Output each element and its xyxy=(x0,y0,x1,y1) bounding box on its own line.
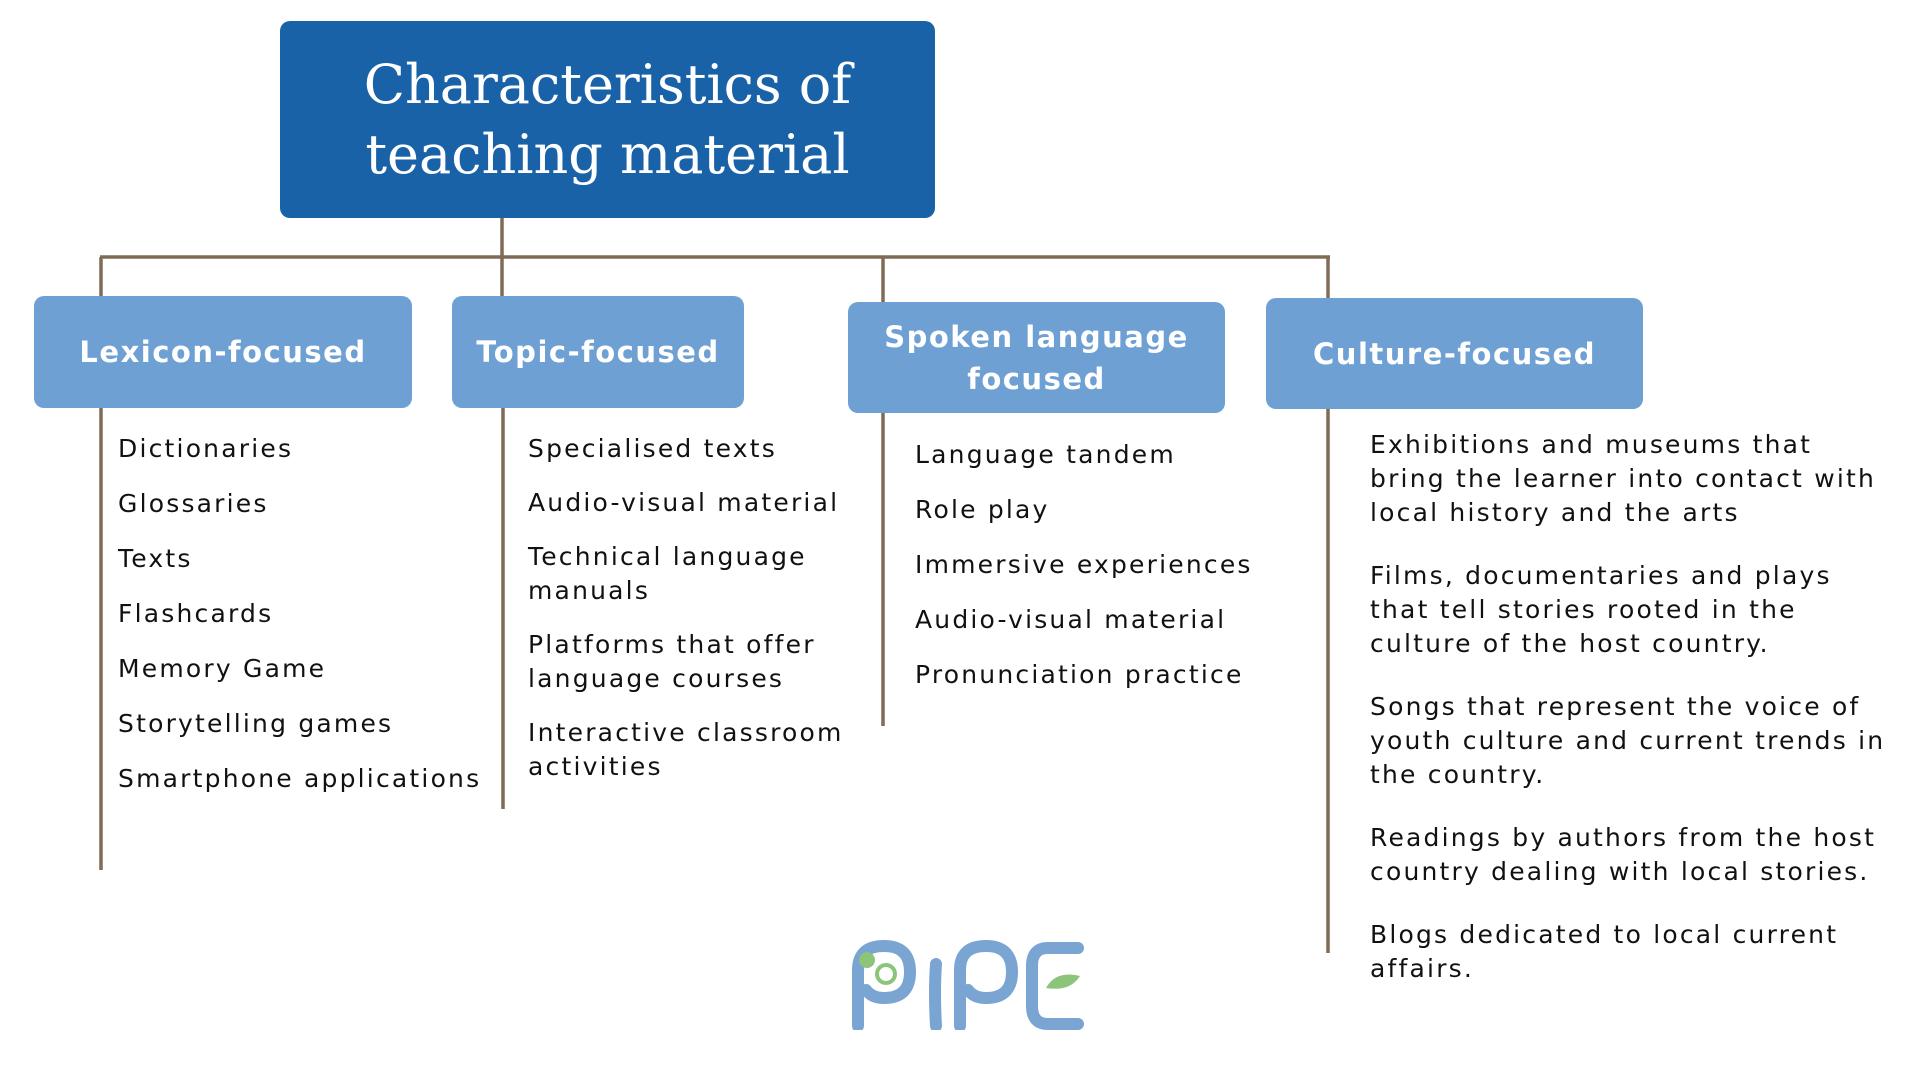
list-item: Interactive classroom activities xyxy=(528,718,844,781)
item-list-topic: Specialised texts Audio-visual material … xyxy=(528,432,858,804)
pipe-logo-ring-icon xyxy=(875,963,897,985)
list-item: Storytelling games xyxy=(118,709,394,738)
pipe-logo-leaf-icon xyxy=(1046,974,1080,989)
list-item: Exhibitions and museums that bring the l… xyxy=(1370,430,1877,527)
list-item: Flashcards xyxy=(118,599,274,628)
pipe-logo-dot-icon xyxy=(859,952,875,968)
list-item: Texts xyxy=(118,544,193,573)
list-item: Specialised texts xyxy=(528,434,778,463)
pipe-logo-p1-icon xyxy=(852,940,917,1030)
category-label-spoken: Spoken language focused xyxy=(884,319,1189,396)
category-box-spoken: Spoken language focused xyxy=(848,302,1225,413)
item-list-spoken: Language tandem Role play Immersive expe… xyxy=(915,438,1275,713)
list-item: Technical language manuals xyxy=(528,542,807,605)
list-item: Memory Game xyxy=(118,654,327,683)
item-list-lexicon: Dictionaries Glossaries Texts Flashcards… xyxy=(118,432,498,817)
category-label-topic: Topic-focused xyxy=(476,335,720,369)
pipe-logo-e-icon xyxy=(1026,942,1084,1030)
list-item: Role play xyxy=(915,495,1050,524)
pipe-logo-i-icon xyxy=(929,958,942,1030)
category-box-topic: Topic-focused xyxy=(452,296,744,408)
list-item: Audio-visual material xyxy=(915,605,1227,634)
category-box-culture: Culture-focused xyxy=(1266,298,1643,409)
list-item: Language tandem xyxy=(915,440,1176,469)
item-list-culture: Exhibitions and museums that bring the l… xyxy=(1370,428,1890,1015)
title-box: Characteristics of teaching material xyxy=(280,21,935,218)
list-item: Immersive experiences xyxy=(915,550,1253,579)
list-item: Songs that represent the voice of youth … xyxy=(1370,692,1886,789)
category-label-lexicon: Lexicon-focused xyxy=(79,335,367,369)
category-label-culture: Culture-focused xyxy=(1313,336,1596,371)
list-item: Glossaries xyxy=(118,489,269,518)
list-item: Readings by authors from the host countr… xyxy=(1370,823,1877,886)
list-item: Platforms that offer language courses xyxy=(528,630,816,693)
list-item: Smartphone applications xyxy=(118,764,482,793)
list-item: Dictionaries xyxy=(118,434,294,463)
list-item: Blogs dedicated to local current affairs… xyxy=(1370,920,1839,983)
category-box-lexicon: Lexicon-focused xyxy=(34,296,412,408)
list-item: Pronunciation practice xyxy=(915,660,1244,689)
diagram-title: Characteristics of teaching material xyxy=(363,52,852,186)
pipe-logo-p2-icon xyxy=(954,940,1019,1030)
pipe-logo xyxy=(852,940,1084,1030)
list-item: Audio-visual material xyxy=(528,488,840,517)
list-item: Films, documentaries and plays that tell… xyxy=(1370,561,1832,658)
